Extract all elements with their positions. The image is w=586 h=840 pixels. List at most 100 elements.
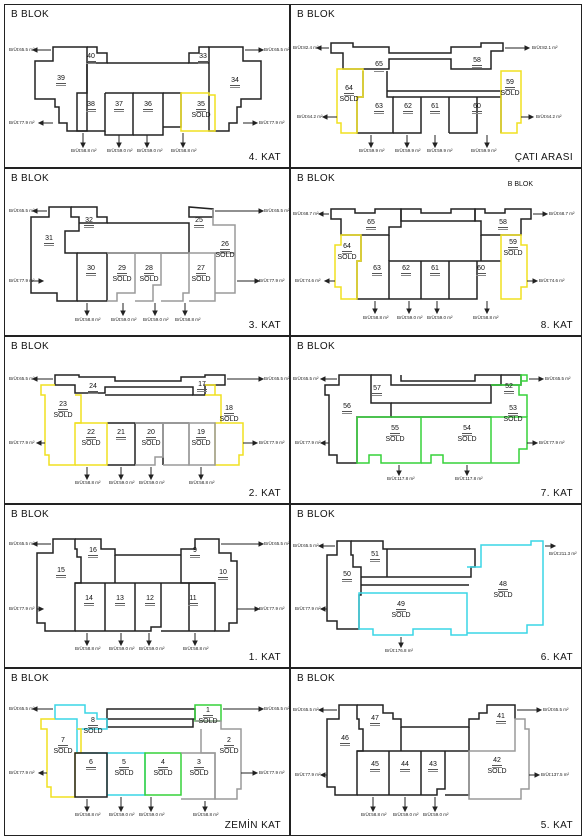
area-label: BrÜt:58.8 m² [75,812,101,817]
unit[interactable]: 25 [187,217,211,228]
area-label: BrÜt:59.0 m² [427,315,453,320]
unit[interactable]: 62 [394,265,418,276]
unit[interactable]: 14 [77,595,101,606]
unit[interactable]: 16 [81,547,105,558]
area-label: BrÜt:77.9 m² [295,772,321,777]
unit[interactable]: 10 [211,569,235,580]
unit[interactable]: 13 [108,595,132,606]
unit[interactable]: 38 [79,101,103,112]
unit[interactable]: 58 [491,219,515,230]
unit[interactable]: 60 [465,103,489,114]
area-label: BrÜt:77.9 m² [295,440,321,445]
unit[interactable]: 62 [396,103,420,114]
panel-title: B BLOK [297,9,335,20]
floor-plan-drawing [31,374,265,481]
unit[interactable]: 6 [79,759,103,770]
unit[interactable]: 61 [423,265,447,276]
unit[interactable]: 57 [365,385,389,396]
unit[interactable]: 24 [81,383,105,394]
unit[interactable]: 43 [421,761,445,772]
unit[interactable]: 46 [333,735,357,746]
floor-plan-drawing [31,704,265,813]
panel-title: B BLOK [11,673,49,684]
area-label: BrÜt:117.8 m² [455,476,483,481]
floor-label: 2. KAT [248,488,281,499]
area-label: BrÜt:82.4 m² [293,45,319,50]
unit[interactable]: 15 [49,567,73,578]
unit[interactable]: 61 [423,103,447,114]
unit[interactable]: 21 [109,429,133,440]
unit[interactable]: 44 [393,761,417,772]
unit[interactable]: 63 [367,103,391,114]
area-label: BrÜt:58.8 m² [183,646,209,651]
unit[interactable]: 65 [367,61,391,72]
panel-title: B BLOK [297,673,335,684]
unit[interactable]: 37 [107,101,131,112]
unit[interactable]: 65 [359,219,383,230]
unit[interactable]: 41 [489,713,513,724]
area-label: BrÜt:65.5 m² [264,706,290,711]
area-label: BrÜt:77.9 m² [9,120,35,125]
unit[interactable]: 39 [49,75,73,86]
area-label: BrÜt:77.9 m² [295,606,321,611]
unit[interactable]: 11 [181,595,205,606]
unit[interactable]: 47 [363,715,387,726]
unit[interactable]: 58 [465,57,489,68]
unit[interactable]: 56 [335,403,359,414]
unit[interactable]: 34 [223,77,247,88]
area-label: BrÜt:59.0 m² [393,812,419,817]
unit[interactable]: 52 [497,383,521,394]
unit[interactable]: 12 [138,595,162,606]
unit[interactable]: 17 [190,381,214,392]
unit[interactable]: 51 [363,551,387,562]
area-label: BrÜt:211.3 m² [549,551,577,556]
area-label: BrÜt:58.8 m² [363,315,389,320]
area-label: BrÜt:58.8 m² [75,317,101,322]
area-label: BrÜt:58.8 m² [193,812,219,817]
unit[interactable]: 33 [191,53,215,64]
floor-plan-drawing [317,704,543,813]
unit[interactable]: 63 [365,265,389,276]
unit[interactable]: 60 [469,265,493,276]
unit[interactable]: 9 [183,547,207,558]
unit[interactable]: 40 [79,53,103,64]
panel-title: B BLOK [11,509,49,520]
area-label: BrÜt:58.8 m² [189,480,215,485]
unit[interactable]: 45 [363,761,387,772]
area-label: BrÜt:77.9 m² [9,278,35,283]
unit[interactable]: 36 [136,101,160,112]
unit[interactable]: 31 [37,235,61,246]
unit[interactable]: 30 [79,265,103,276]
unit[interactable]: 32 [77,217,101,228]
unit[interactable]: 50 [335,571,359,582]
